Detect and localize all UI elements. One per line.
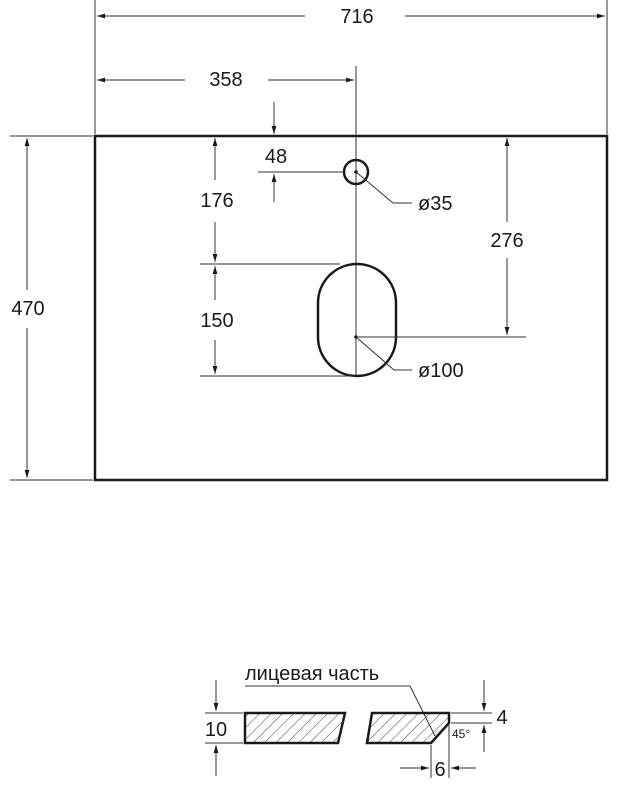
chamfer-width-label: 6 bbox=[434, 759, 445, 781]
basin-diameter-leader: ø100 bbox=[355, 336, 464, 382]
overall-width-dimension: 716 bbox=[94, 0, 608, 134]
tap-hole-diameter-leader: ø35 bbox=[355, 171, 452, 215]
basin-offset-dimension: 176 bbox=[200, 138, 340, 265]
chamfer-angle-label: 45° bbox=[452, 727, 470, 741]
thickness-dimension: 10 bbox=[205, 680, 243, 776]
overall-width-label: 716 bbox=[340, 6, 373, 28]
tap-hole-offset-label: 48 bbox=[265, 146, 287, 168]
top-view: 716 358 470 48 bbox=[10, 0, 609, 482]
chamfer-depth-label: 4 bbox=[496, 707, 507, 729]
section-right-piece bbox=[365, 711, 451, 745]
section-left-piece bbox=[243, 711, 347, 745]
center-offset-dimension: 358 bbox=[97, 66, 357, 376]
chamfer-width-dimension: 6 bbox=[400, 725, 476, 781]
basin-diameter-label: ø100 bbox=[418, 360, 464, 382]
face-label: лицевая часть bbox=[245, 663, 379, 685]
tap-hole-diameter-label: ø35 bbox=[418, 193, 452, 215]
height-label: 470 bbox=[11, 298, 44, 320]
basin-center-depth-dimension: 276 bbox=[358, 138, 526, 338]
section-view: лицевая часть 10 4 45° bbox=[205, 663, 508, 781]
thickness-label: 10 bbox=[205, 719, 227, 741]
basin-center-depth-label: 276 bbox=[490, 230, 523, 252]
chamfer-depth-dimension: 4 bbox=[451, 680, 508, 752]
tap-hole-offset-dimension: 48 bbox=[258, 102, 344, 202]
countertop-outline bbox=[93, 134, 609, 482]
basin-length-label: 150 bbox=[200, 310, 233, 332]
center-offset-label: 358 bbox=[209, 69, 242, 91]
basin-cutout bbox=[316, 262, 398, 378]
basin-offset-label: 176 bbox=[200, 190, 233, 212]
height-dimension: 470 bbox=[10, 135, 93, 481]
basin-length-dimension: 150 bbox=[200, 266, 356, 377]
